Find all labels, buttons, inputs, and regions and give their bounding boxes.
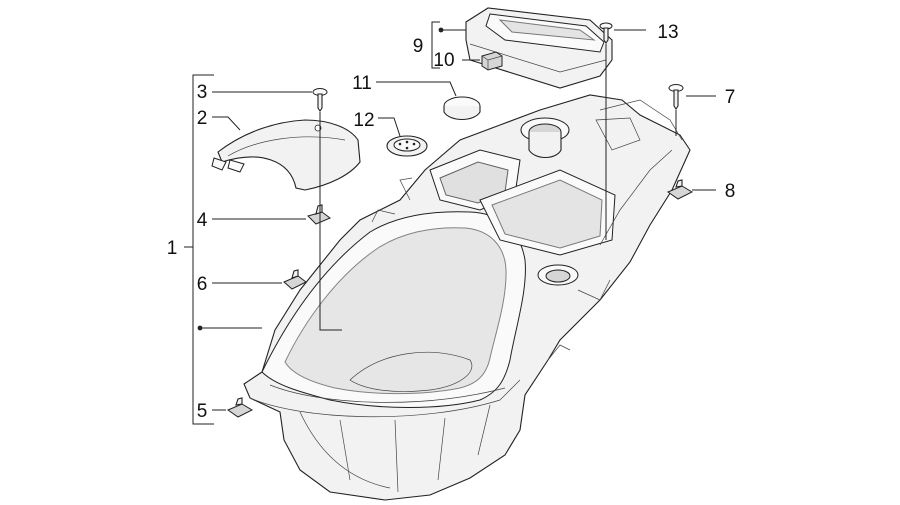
leader-lines bbox=[184, 21, 716, 425]
callout-labels: 1 2 3 4 5 6 7 8 9 10 11 12 13 bbox=[167, 22, 736, 422]
part-12-grommet bbox=[386, 135, 428, 157]
part-7-screw bbox=[668, 84, 684, 110]
callout-6: 6 bbox=[197, 274, 208, 295]
callout-8: 8 bbox=[725, 181, 736, 202]
callout-10: 10 bbox=[433, 50, 454, 71]
part-13-screw bbox=[599, 22, 613, 44]
storage-compartment bbox=[243, 94, 691, 501]
part-5-clip bbox=[226, 397, 254, 418]
part-3-screw bbox=[312, 88, 328, 112]
callout-13: 13 bbox=[657, 22, 678, 43]
part-9-lid bbox=[465, 7, 613, 89]
part-10-block bbox=[481, 51, 503, 71]
callout-2: 2 bbox=[197, 108, 208, 129]
part-2-cover bbox=[211, 119, 361, 191]
part-11-cap bbox=[443, 96, 481, 121]
callout-12: 12 bbox=[353, 110, 374, 131]
callout-7: 7 bbox=[725, 87, 736, 108]
callout-9: 9 bbox=[413, 36, 424, 57]
callout-4: 4 bbox=[197, 210, 208, 231]
callout-11: 11 bbox=[352, 73, 372, 94]
callout-1: 1 bbox=[167, 238, 178, 259]
callout-3: 3 bbox=[197, 82, 208, 103]
callout-5: 5 bbox=[197, 401, 208, 422]
part-6-clip bbox=[283, 269, 307, 290]
part-8-clip bbox=[666, 179, 694, 200]
part-4-clip bbox=[307, 204, 331, 225]
